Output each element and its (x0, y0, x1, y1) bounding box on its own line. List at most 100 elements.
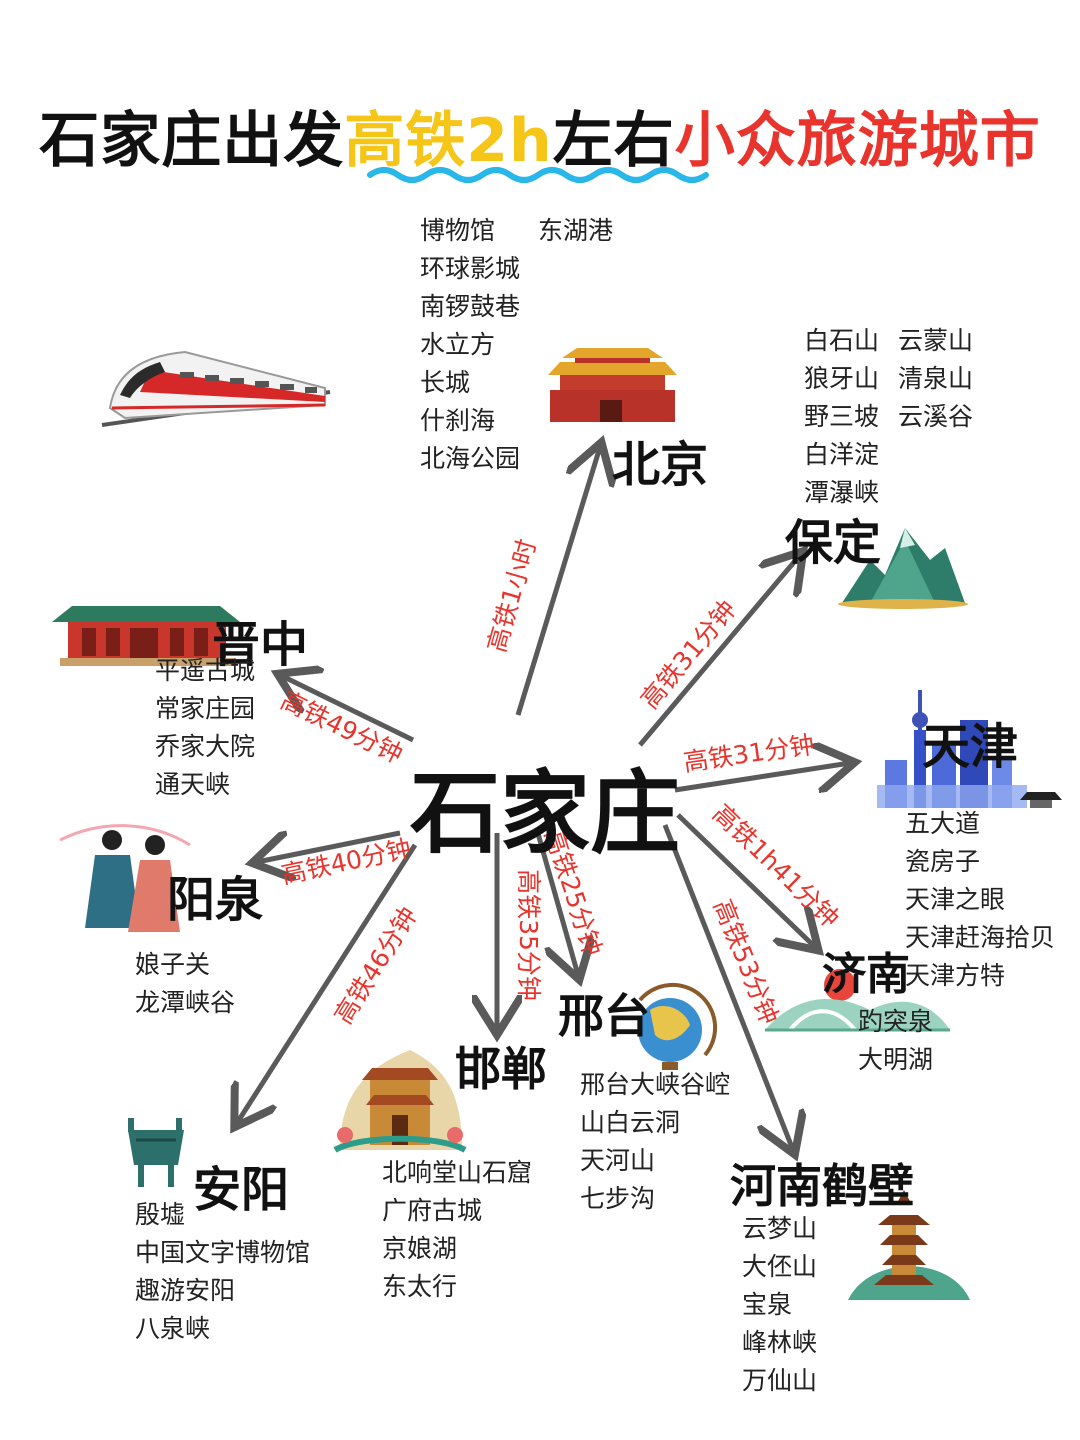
route-label-anyang: 高铁46分钟 (329, 902, 423, 1029)
city-xingtai: 邢台 (558, 989, 650, 1043)
spot-item: 五大道 (905, 809, 981, 838)
spots-hebi: 云梦山 大伾山 宝泉 峰林峡 万仙山 (742, 1210, 817, 1400)
spot-item: 云溪谷 (898, 402, 974, 431)
spot-item: 殷墟 (135, 1200, 186, 1229)
spot-item: 南锣鼓巷 (420, 292, 521, 321)
spots-baoding-col2: 云蒙山 清泉山 云溪谷 (898, 322, 973, 436)
spot-item: 广府古城 (382, 1196, 483, 1225)
spot-item: 常家庄园 (155, 694, 256, 723)
city-anyang: 安阳 (193, 1162, 290, 1218)
city-skyline-icon (877, 690, 1062, 808)
spot-item: 趵突泉 (858, 1007, 934, 1036)
arrow-hebi (662, 824, 793, 1150)
city-hebi: 河南鹤壁 (730, 1159, 914, 1213)
spot-item: 北响堂山石窟 (382, 1158, 533, 1187)
spot-item: 潭瀑峡 (804, 478, 880, 507)
spot-item: 清泉山 (898, 364, 974, 393)
spot-item: 龙潭峡谷 (135, 988, 236, 1017)
spot-item: 环球影城 (420, 254, 521, 283)
spot-item: 东湖港 (538, 216, 614, 245)
globe-icon (638, 982, 718, 1070)
spot-item: 瓷房子 (905, 847, 981, 876)
spot-item: 云梦山 (742, 1214, 818, 1243)
title-part-4: 小众旅游城市 (674, 106, 1041, 176)
route-label-handan: 高铁35分钟 (514, 869, 543, 1001)
route-label-baoding: 高铁31分钟 (635, 595, 742, 715)
arrow-baoding (638, 555, 800, 747)
arrow-jinan (676, 813, 815, 947)
arrow-xingtai (534, 829, 578, 975)
city-jinan: 济南 (822, 949, 910, 1000)
spot-item: 水立方 (420, 330, 496, 359)
couple-figures-icon (59, 824, 191, 932)
temple-icon (52, 606, 240, 666)
spot-item: 天津方特 (905, 961, 1006, 990)
spots-jinzhong: 平遥古城 常家庄园 乔家大院 通天峡 (155, 652, 255, 804)
city-yangquan: 阳泉 (167, 872, 264, 928)
train-icon (101, 350, 331, 427)
spot-item: 七步沟 (580, 1184, 656, 1213)
spot-item: 京娘湖 (382, 1234, 458, 1263)
city-tianjin: 天津 (922, 719, 1019, 775)
spot-item: 云蒙山 (898, 326, 974, 355)
spot-item: 通天峡 (155, 770, 231, 799)
arrow-jinzhong (282, 676, 415, 743)
spot-item: 峰林峡 (742, 1328, 818, 1357)
spot-item: 邢台大峡谷崆 (580, 1070, 731, 1099)
arrow-beijing (515, 447, 600, 716)
spot-item: 北海公园 (420, 444, 521, 473)
spot-item: 娘子关 (135, 950, 211, 979)
spots-xingtai: 邢台大峡谷崆 山白云洞 天河山 七步沟 (580, 1066, 730, 1218)
spots-anyang: 殷墟 中国文字博物馆 趣游安阳 八泉峡 (135, 1196, 310, 1348)
spot-item: 大伾山 (742, 1252, 818, 1281)
spot-item: 乔家大院 (155, 732, 256, 761)
spot-item: 野三坡 (804, 402, 880, 431)
spot-item: 山白云洞 (580, 1108, 681, 1137)
page-title: 石家庄出发高铁2h左右小众旅游城市 (0, 92, 1080, 179)
spot-item: 长城 (420, 368, 471, 397)
bridge-hill-icon (765, 969, 950, 1032)
route-label-beijing: 高铁1小时 (482, 536, 542, 655)
spot-item: 万仙山 (742, 1366, 818, 1395)
spot-item: 天津之眼 (905, 885, 1006, 914)
arrow-anyang (237, 843, 418, 1123)
spots-yangquan: 娘子关 龙潭峡谷 (135, 946, 235, 1022)
title-part-3: 左右 (552, 106, 675, 176)
center-city-shijiazhuang: 石家庄 (410, 761, 680, 866)
spot-item: 中国文字博物馆 (135, 1238, 311, 1267)
spots-baoding-col1: 白石山 狼牙山 野三坡 白洋淀 潭瀑峡 (804, 322, 879, 512)
title-part-2: 高铁2h (344, 106, 553, 176)
spots-beijing: 环球影城 南锣鼓巷 水立方 长城 什刹海 北海公园 (420, 250, 520, 478)
spots-tianjin: 五大道 瓷房子 天津之眼 天津赶海拾贝 天津方特 (905, 805, 1055, 995)
spot-item: 趣游安阳 (135, 1276, 236, 1305)
arrow-tianjin (674, 763, 850, 790)
spots-jinan: 趵突泉 大明湖 (858, 1003, 933, 1079)
title-part-1: 石家庄出发 (39, 106, 345, 176)
city-baoding: 保定 (785, 515, 882, 571)
forbidden-city-icon (548, 348, 677, 422)
spots-beijing-col1: 博物馆 (420, 212, 500, 250)
spot-item: 天津赶海拾贝 (905, 923, 1056, 952)
grotto-temple-icon (333, 1050, 467, 1153)
mountain-icon (838, 528, 968, 609)
spot-item: 什刹海 (420, 406, 496, 435)
spot-item: 狼牙山 (804, 364, 880, 393)
spot-item: 东太行 (382, 1272, 458, 1301)
spot-item: 天河山 (580, 1146, 656, 1175)
spot-item: 大明湖 (858, 1045, 934, 1074)
city-beijing: 北京 (612, 437, 709, 493)
arrow-yangquan (257, 833, 401, 862)
bronze-ding-icon (128, 1118, 184, 1187)
spot-item: 白洋淀 (804, 440, 880, 469)
spots-beijing-col2: 东湖港 (538, 212, 613, 250)
title-wave-underline (367, 167, 709, 183)
spot-item: 平遥古城 (155, 656, 256, 685)
spot-item: 博物馆 (420, 216, 496, 245)
city-jinzhong: 晋中 (212, 617, 309, 673)
city-handan: 邯郸 (455, 1042, 547, 1096)
spot-item: 宝泉 (742, 1290, 793, 1319)
spot-item: 白石山 (804, 326, 880, 355)
pagoda-icon (848, 1190, 970, 1300)
spot-item: 八泉峡 (135, 1314, 211, 1343)
